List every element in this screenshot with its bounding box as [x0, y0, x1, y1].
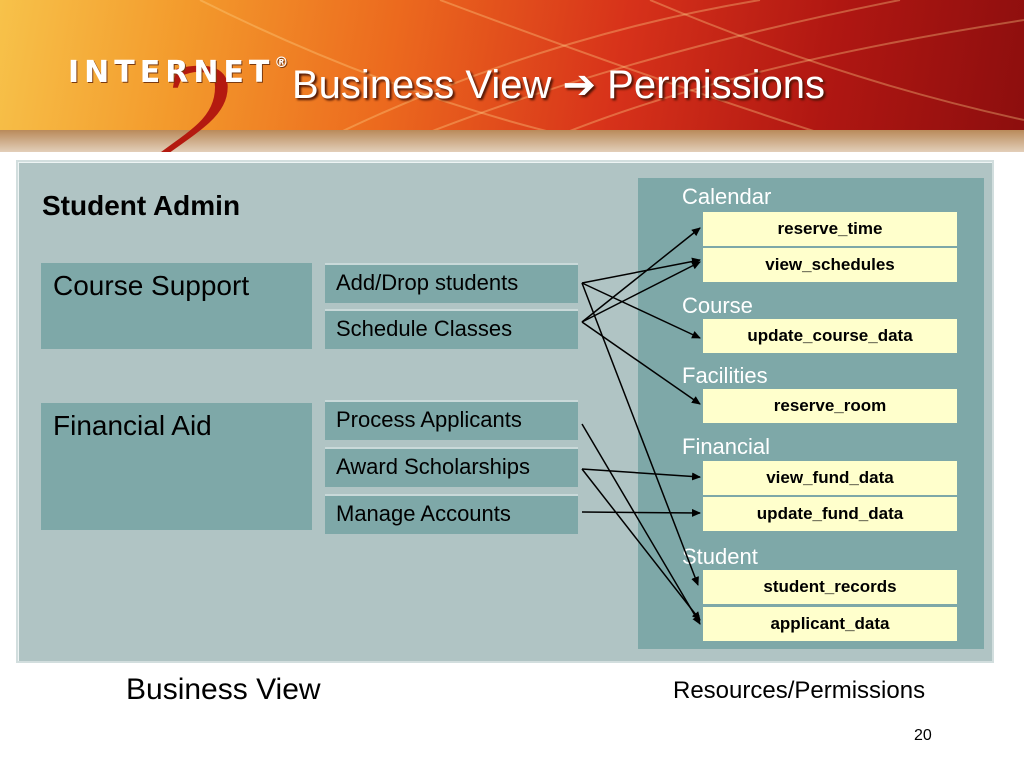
slide-title: Business View ➔ Permissions [292, 62, 825, 108]
resources-permissions-label: Resources/Permissions [673, 677, 926, 704]
category-student: Student [682, 544, 758, 569]
page-number: 20 [914, 727, 932, 744]
resource-reserve-room: reserve_room [703, 389, 957, 423]
arrow-schedule-classes-to-reserve-room [581, 321, 701, 405]
arrow-add-drop-to-view-schedules [581, 257, 701, 284]
resource-view-schedules: view_schedules [703, 248, 957, 282]
task-process-applicants: Process Applicants [325, 400, 578, 440]
business-heading: Student Admin [42, 190, 241, 221]
category-calendar: Calendar [682, 184, 772, 209]
resource-reserve-time: reserve_time [703, 212, 957, 246]
resource-update-fund-data: update_fund_data [703, 497, 957, 531]
category-facilities: Facilities [682, 363, 768, 388]
task-add-drop-students: Add/Drop students [325, 263, 578, 303]
task-award-scholarships: Award Scholarships [325, 447, 578, 487]
arrow-schedule-classes-to-view-schedules [581, 261, 701, 323]
task-manage-accounts: Manage Accounts [325, 494, 578, 534]
resource-update-course-data: update_course_data [703, 319, 957, 353]
task-schedule-classes: Schedule Classes [325, 309, 578, 349]
role-course-support: Course Support [41, 263, 312, 349]
role-financial-aid: Financial Aid [41, 403, 312, 530]
arrow-process-applicants-to-applicant-data [581, 423, 701, 625]
logo-mark: 2 [156, 32, 231, 152]
internet2-logo: 2 INTERNET® [58, 30, 288, 152]
resource-applicant-data: applicant_data [703, 607, 957, 641]
category-financial: Financial [682, 434, 771, 459]
arrow-manage-accounts-to-update-fund-data [581, 508, 701, 517]
business-view-label: Business View [126, 673, 321, 706]
arrow-add-drop-to-student-records [581, 282, 699, 586]
arrow-award-scholarships-to-applicant-data [581, 468, 701, 621]
resource-student-records: student_records [703, 570, 957, 604]
header-bottom-shade [0, 130, 1024, 152]
title-part-1: Business View [292, 63, 552, 107]
resource-view-fund-data: view_fund_data [703, 461, 957, 495]
title-part-2: Permissions [607, 63, 826, 107]
arrow-add-drop-to-update-course-data [581, 282, 701, 339]
category-course: Course [682, 293, 753, 318]
arrow-schedule-classes-to-reserve-time [581, 227, 701, 323]
arrow-icon: ➔ [562, 63, 597, 107]
header-banner: 2 INTERNET® Business View ➔ Permissions [0, 0, 1024, 152]
arrow-award-scholarships-to-view-fund-data [581, 468, 701, 481]
logo-wordmark: INTERNET® [68, 55, 294, 90]
